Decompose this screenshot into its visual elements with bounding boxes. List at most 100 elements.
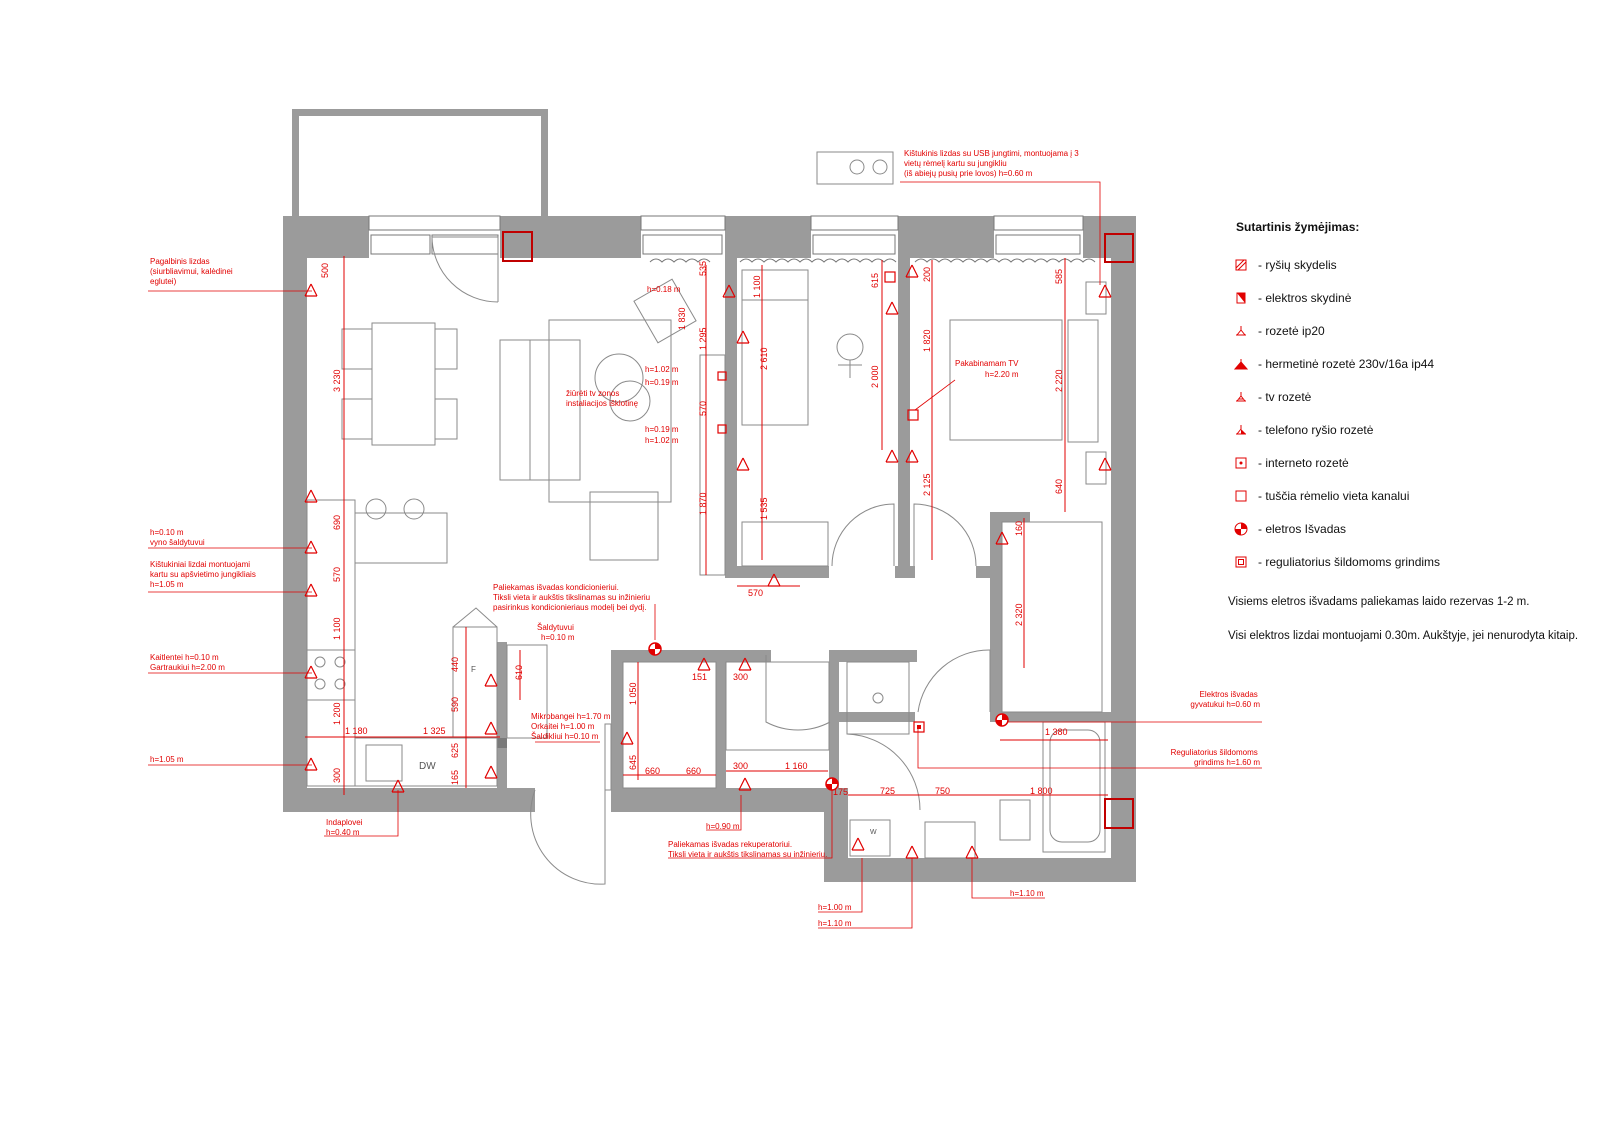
dim-1200: 1 200	[332, 702, 342, 725]
legend-item: - rozetė ip20	[1228, 314, 1588, 347]
dim-660b: 660	[686, 766, 701, 776]
dim-1535: 1 535	[759, 497, 769, 520]
walls	[283, 109, 1136, 882]
legend-item: - tv rozetė	[1228, 380, 1588, 413]
note-tv-h1: h=0.18 m	[647, 285, 681, 294]
note-reguliatorius: Reguliatorius šildomoms grindims h=1.60 …	[1171, 748, 1261, 767]
legend-item: - reguliatorius šildomoms grindims	[1228, 545, 1588, 578]
dim-1180: 1 180	[345, 726, 368, 736]
phone-socket-icon	[1228, 422, 1254, 438]
note-kondicionieriui: Paliekamas išvadas kondicionieriui. Tiks…	[493, 583, 652, 612]
note-tv-h3: h=0.19 m h=1.02 m	[645, 425, 681, 445]
note-vyno: h=0.10 m vyno šaldytuvui	[150, 528, 205, 547]
dim-640: 640	[1054, 479, 1064, 494]
legend-item: - tuščia rėmelio vieta kanalui	[1228, 479, 1588, 512]
note-tv-zones: žiūrėti tv zonos instaliacijos išklotinę	[566, 389, 639, 408]
electrical-boxes	[502, 231, 1134, 829]
dim-535: 535	[698, 261, 708, 276]
comm-panel-icon	[1228, 257, 1254, 273]
dim-1325: 1 325	[423, 726, 446, 736]
dim-300a: 300	[332, 768, 342, 783]
note-h100: h=1.00 m	[818, 903, 852, 912]
note-h110b: h=1.10 m	[818, 919, 852, 928]
legend-title: Sutartinis žymėjimas:	[1236, 220, 1360, 234]
electric-outlet-icon	[1228, 521, 1254, 537]
dim-1870: 1 870	[698, 492, 708, 515]
fridge-label: F	[471, 665, 476, 674]
furniture	[306, 151, 1107, 885]
sealed-socket-icon	[1228, 356, 1254, 372]
dim-1830: 1 830	[677, 307, 687, 330]
legend-item: - interneto rozetė	[1228, 446, 1588, 479]
note-kistukiniai: Kištukiniai lizdai montuojami kartu su a…	[150, 560, 258, 589]
dim-645: 645	[628, 755, 638, 770]
dim-625: 625	[450, 743, 460, 758]
dim-440: 440	[450, 657, 460, 672]
appliance-labels: DW F W	[419, 665, 877, 836]
legend: Sutartinis žymėjimas: - ryšių skydelis -…	[1228, 220, 1588, 646]
dim-175: 175	[833, 787, 848, 797]
note-indaplovei: Indaplovei h=0.40 m	[326, 818, 365, 837]
note-h110a: h=1.10 m	[1010, 889, 1044, 898]
dim-1050: 1 050	[628, 682, 638, 705]
windows	[368, 215, 1096, 263]
socket-symbols	[304, 264, 1112, 859]
tv-socket-icon	[1228, 389, 1254, 405]
legend-item: - telefono ryšio rozetė	[1228, 413, 1588, 446]
note-tv-h2: h=1.02 m h=0.19 m	[645, 365, 681, 387]
dim-570b: 570	[698, 401, 708, 416]
legend-item: - eletros Išvadas	[1228, 512, 1588, 545]
dim-1295: 1 295	[698, 327, 708, 350]
dishwasher-label: DW	[419, 761, 436, 772]
dim-1100b: 1 100	[752, 275, 762, 298]
dim-2610: 2 610	[759, 347, 769, 370]
dim-151: 151	[692, 672, 707, 682]
note-mikro: Mikrobangei h=1.70 m Orkaitei h=1.00 m Š…	[531, 712, 613, 741]
legend-item: - elektros skydinė	[1228, 281, 1588, 314]
dim-1820: 1 820	[922, 329, 932, 352]
dim-1380: 1 380	[1045, 727, 1068, 737]
dim-160: 160	[1014, 521, 1024, 536]
annotation-notes: Pagalbinis lizdas (siurbliavimui, kalėdi…	[150, 149, 1260, 928]
dim-570c: 570	[748, 588, 763, 598]
note-rekuperatoriui: Paliekamas išvadas rekuperatoriui. Tiksl…	[668, 840, 827, 859]
legend-note-1: Visiems eletros išvadams paliekamas laid…	[1228, 596, 1530, 608]
dim-1100a: 1 100	[332, 617, 342, 640]
dim-585: 585	[1054, 269, 1064, 284]
dim-500: 500	[320, 263, 330, 278]
legend-note-2: Visi elektros lizdai montuojami 0.30m. A…	[1228, 630, 1579, 642]
dim-300c: 300	[733, 761, 748, 771]
dim-300b: 300	[733, 672, 748, 682]
legend-item: - ryšių skydelis	[1228, 248, 1588, 281]
washer-label: W	[870, 829, 877, 836]
dimension-lines	[305, 256, 1108, 796]
dim-615: 615	[870, 273, 880, 288]
note-pakabinamam: Pakabinamam TV h=2.20 m	[955, 359, 1021, 379]
dim-590: 590	[450, 697, 460, 712]
dim-165: 165	[450, 770, 460, 785]
leader-lines	[148, 181, 1262, 929]
dim-3230: 3 230	[332, 369, 342, 392]
dim-2320: 2 320	[1014, 603, 1024, 626]
floor-heating-regulator-icon	[1228, 554, 1254, 570]
dim-200: 200	[922, 267, 932, 282]
internet-socket-icon	[1228, 455, 1254, 471]
electric-panel-icon	[1228, 290, 1254, 306]
dimension-texts: 500 3 230 690 570 1 100 1 200 300 1 180 …	[320, 261, 1068, 797]
dim-2220: 2 220	[1054, 369, 1064, 392]
dim-725: 725	[880, 786, 895, 796]
note-usb: Kištukinis lizdas su USB jungtimi, montu…	[904, 149, 1081, 178]
empty-frame-icon	[1228, 488, 1254, 504]
dim-610: 610	[514, 665, 524, 680]
dim-750: 750	[935, 786, 950, 796]
socket-ip20-icon	[1228, 323, 1254, 339]
dim-690: 690	[332, 515, 342, 530]
dim-660a: 660	[645, 766, 660, 776]
note-h105: h=1.05 m	[150, 755, 184, 764]
electric-outlet-marks	[648, 271, 1009, 791]
note-kaitlentei: Kaitlentei h=0.10 m Gartraukiui h=2.00 m	[150, 653, 225, 672]
note-h090: h=0.90 m	[706, 822, 740, 831]
note-pagalbinis: Pagalbinis lizdas (siurbliavimui, kalėdi…	[150, 257, 235, 286]
dim-2000: 2 000	[870, 365, 880, 388]
